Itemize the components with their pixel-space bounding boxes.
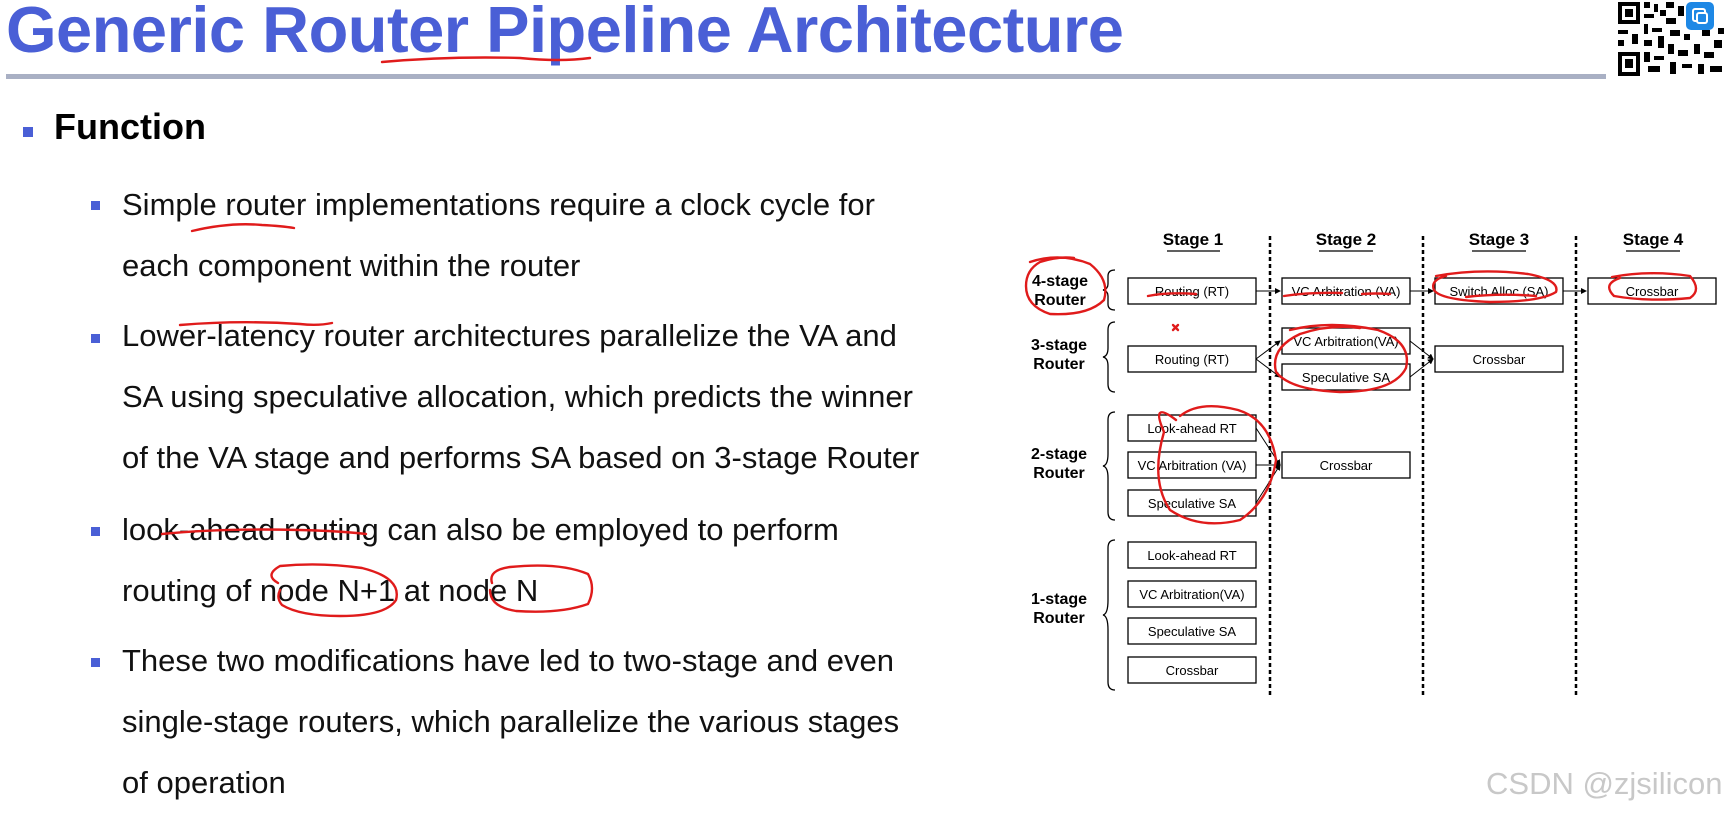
- box-vc-arbitration: VC Arbitration (VA): [1292, 284, 1401, 299]
- router-pipeline-diagram: Stage 1 Stage 2 Stage 3 Stage 4 4-stage …: [1031, 230, 1717, 696]
- row-label-3-stage: Router: [1033, 356, 1085, 373]
- row-label-2-stage: Router: [1033, 465, 1085, 482]
- bullet-line: Lower-latency router architectures paral…: [122, 318, 897, 353]
- bullet-line: of operation: [122, 765, 286, 800]
- box-crossbar: Crossbar: [1473, 352, 1526, 367]
- bullet-text: These two modifications have led to two-…: [122, 630, 899, 813]
- bullet-line: SA using speculative allocation, which p…: [122, 379, 913, 414]
- row-label-1-stage: 1-stage: [1031, 591, 1087, 608]
- box-crossbar: Crossbar: [1166, 663, 1219, 678]
- bullet-line: These two modifications have led to two-…: [122, 643, 895, 678]
- bullet-line: routing of node N+1 at node N: [122, 573, 539, 608]
- bullet-line: of the VA stage and performs SA based on…: [122, 440, 920, 475]
- row-label-4-stage: 4-stage: [1032, 273, 1088, 290]
- box-speculative-sa: Speculative SA: [1148, 496, 1236, 511]
- stage-3-header: Stage 3: [1469, 230, 1529, 249]
- box-crossbar: Crossbar: [1320, 458, 1373, 473]
- bullet-line: look-ahead routing can also be employed …: [122, 512, 839, 547]
- bullet-marker: [91, 334, 100, 343]
- title-underline-rule: [6, 74, 1606, 79]
- row-label-3-stage: 3-stage: [1031, 337, 1087, 354]
- box-speculative-sa: Speculative SA: [1148, 624, 1236, 639]
- stage-4-header: Stage 4: [1623, 230, 1684, 249]
- row-label-2-stage: 2-stage: [1031, 446, 1087, 463]
- box-routing-rt: Routing (RT): [1155, 352, 1229, 367]
- bullet-line: each component within the router: [122, 248, 581, 283]
- row-label-4-stage: Router: [1034, 292, 1086, 309]
- qr-code-icon: [1614, 0, 1728, 80]
- bullet-line: Simple router implementations require a …: [122, 187, 875, 222]
- box-vc-arbitration: VC Arbitration(VA): [1139, 587, 1244, 602]
- stage-2-header: Stage 2: [1316, 230, 1376, 249]
- box-vc-arbitration: VC Arbitration(VA): [1293, 334, 1398, 349]
- heading-bullet: [23, 127, 33, 137]
- bullet-marker: [91, 658, 100, 667]
- section-heading: Function: [54, 106, 206, 147]
- bullet-text: Simple router implementations require a …: [122, 174, 875, 296]
- bullet-text: Lower-latency router architectures paral…: [122, 305, 919, 488]
- page-title: Generic Router Pipeline Architecture: [6, 0, 1124, 66]
- watermark: CSDN @zjsilicon: [1486, 766, 1723, 801]
- row-label-1-stage: Router: [1033, 610, 1085, 627]
- box-vc-arbitration: VC Arbitration (VA): [1138, 458, 1247, 473]
- box-look-ahead-rt: Look-ahead RT: [1147, 548, 1236, 563]
- bullet-line: single-stage routers, which parallelize …: [122, 704, 900, 739]
- row-braces: [1102, 269, 1116, 691]
- box-routing-rt: Routing (RT): [1155, 284, 1229, 299]
- box-speculative-sa: Speculative SA: [1302, 370, 1390, 385]
- bullet-marker: [91, 527, 100, 536]
- bullet-marker: [91, 201, 100, 210]
- bullet-text: look-ahead routing can also be employed …: [122, 499, 839, 621]
- stage-1-header: Stage 1: [1163, 230, 1223, 249]
- box-look-ahead-rt: Look-ahead RT: [1147, 421, 1236, 436]
- box-crossbar: Crossbar: [1626, 284, 1679, 299]
- box-switch-alloc: Switch Alloc.(SA): [1450, 284, 1549, 299]
